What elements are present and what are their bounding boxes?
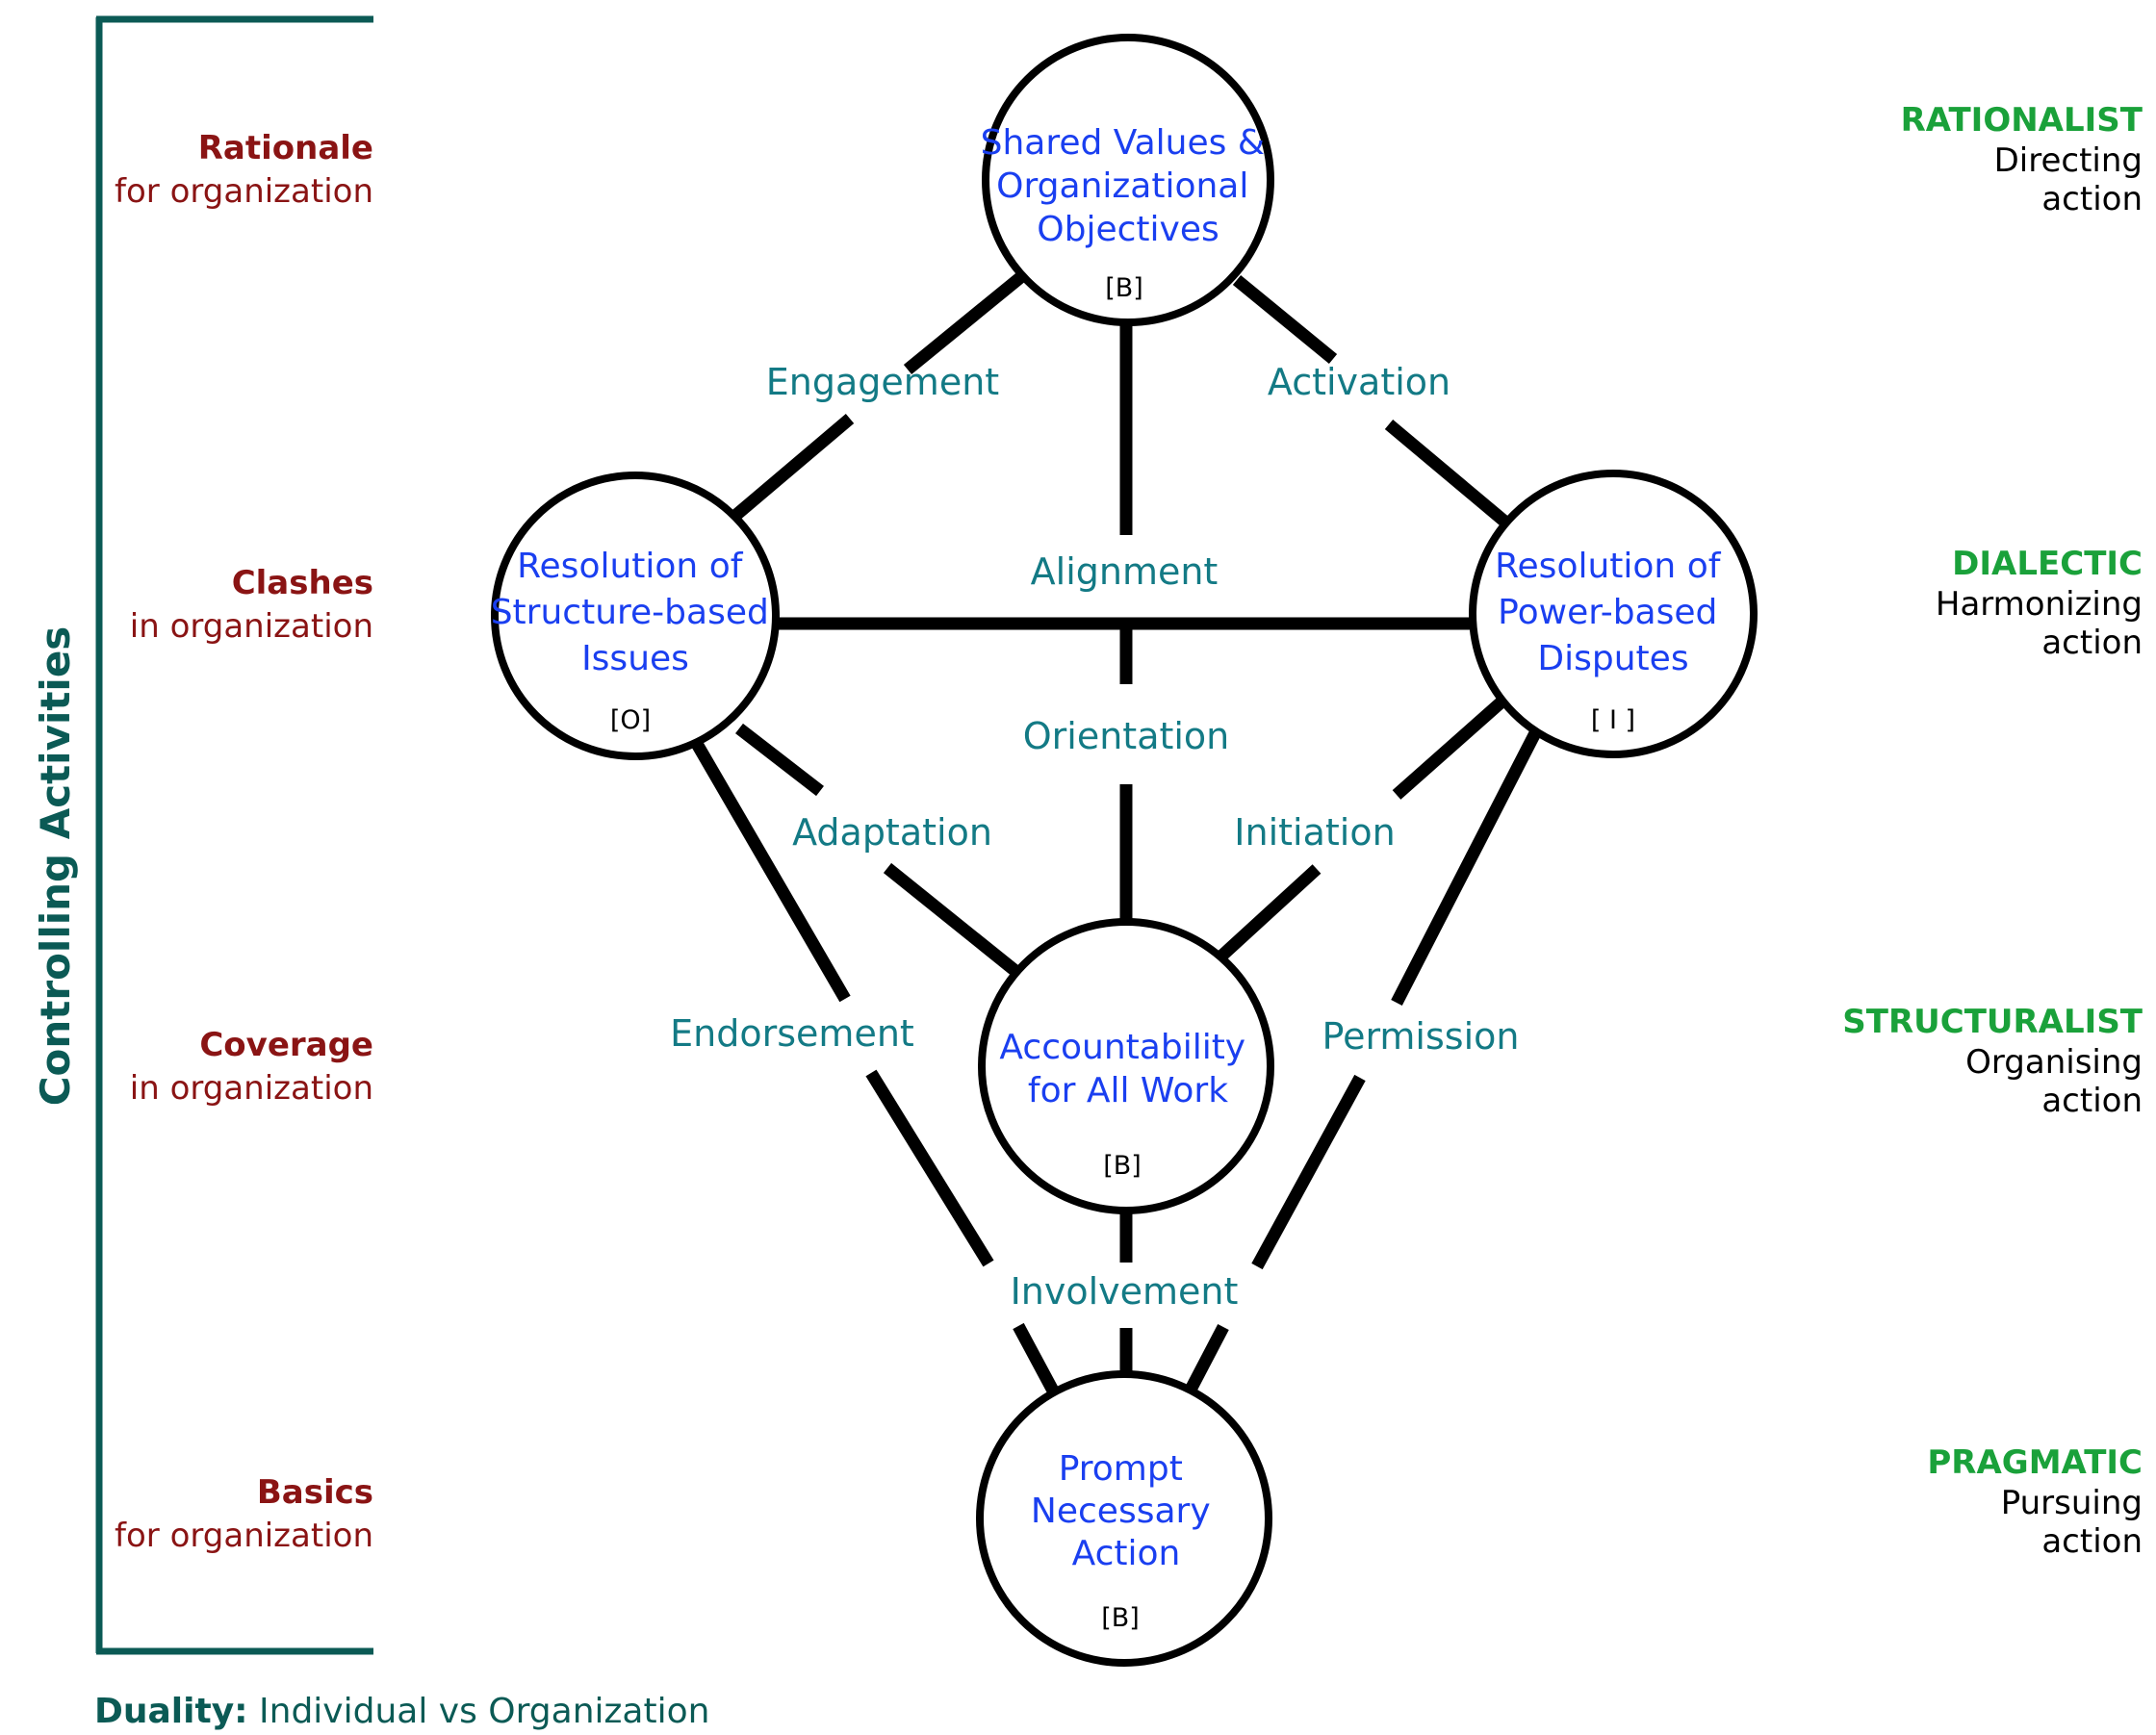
edge-label-alignment: Alignment (1031, 550, 1219, 593)
node-top-tag: [B] (1105, 273, 1143, 303)
edge-label-initiation: Initiation (1234, 811, 1395, 854)
right-level-1-title: RATIONALIST (1901, 101, 2143, 140)
left-level-4-bold: Basics (257, 1473, 373, 1512)
right-level-3-line2: action (2041, 1082, 2143, 1120)
edge-endorsement-b (865, 1069, 994, 1267)
node-center-line-1: Accountability (999, 1028, 1245, 1067)
edge-activation-b (1384, 420, 1513, 529)
node-top-line-2: Organizational (996, 166, 1248, 206)
node-center: Accountability for All Work [B] (978, 918, 1274, 1214)
left-bracket (95, 15, 373, 1655)
edge-permission-b (1251, 1074, 1366, 1270)
svg-text:Resolution of Power-base: Resolution of Power-based Disputes (1495, 547, 1732, 678)
node-top-line-3: Objectives (1037, 210, 1219, 249)
left-level-2-bold: Clashes (232, 564, 373, 602)
edge-endorsement-a (687, 733, 851, 1003)
left-level-3-rest: in organization (130, 1069, 373, 1108)
side-title: Controlling Activities (32, 626, 79, 1107)
edge-label-engagement: Engagement (766, 361, 999, 403)
footer-duality: Duality: Individual vs Organization (94, 1692, 709, 1731)
node-bottom-line-1: Prompt (1059, 1449, 1183, 1489)
node-center-line-2: for All Work (1028, 1071, 1228, 1110)
edge-permission-c (1184, 1323, 1229, 1395)
node-left-line-3: Issues (581, 639, 689, 678)
edge-label-activation: Activation (1268, 361, 1450, 403)
edge-label-permission: Permission (1322, 1015, 1520, 1058)
node-left-line-2: Structure-based (491, 593, 769, 632)
node-bottom-line-2: Necessary (1031, 1492, 1211, 1531)
node-left-tag: [O] (610, 705, 651, 735)
edge-label-endorsement: Endorsement (670, 1012, 914, 1055)
edge-engagement-b (732, 414, 855, 520)
right-level-4-line2: action (2041, 1522, 2143, 1561)
footer-duality-rest: Individual vs Organization (248, 1692, 710, 1731)
edge-initiation-a (1392, 693, 1511, 800)
right-level-3-title: STRUCTURALIST (1842, 1003, 2143, 1041)
svg-text:Prompt Necessary A: Prompt Necessary Action (1031, 1449, 1221, 1573)
node-left-line-1: Resolution of (517, 547, 744, 586)
node-center-tag: [B] (1103, 1151, 1142, 1181)
left-level-1-bold: Rationale (198, 129, 373, 167)
node-right-line-2: Power-based (1498, 593, 1717, 632)
edge-endorsement-c (1013, 1322, 1060, 1396)
right-level-1-line1: Directing (1994, 141, 2143, 180)
node-right-line-3: Disputes (1537, 639, 1688, 678)
left-level-2-rest: in organization (130, 607, 373, 646)
svg-text:Shared Values & Organiza: Shared Values & Organizational Objective… (981, 123, 1276, 249)
right-level-3-line1: Organising (1965, 1043, 2143, 1082)
node-right-line-1: Resolution of (1495, 547, 1722, 586)
node-bottom-tag: [B] (1101, 1603, 1140, 1633)
footer-duality-bold: Duality: (94, 1692, 248, 1731)
svg-text:Accountability for All W: Accountability for All Work (999, 1028, 1256, 1110)
node-top-line-1: Shared Values & (981, 123, 1265, 163)
edge-activation-a (1232, 274, 1338, 365)
svg-text:Resolution of Structure-: Resolution of Structure-based Issues (491, 547, 781, 678)
left-level-4-rest: for organization (115, 1517, 373, 1555)
right-level-2-line2: action (2041, 624, 2143, 662)
right-level-2-title: DIALECTIC (1952, 545, 2143, 583)
edge-adaptation-b (883, 862, 1020, 977)
right-level-2-line1: Harmonizing (1936, 585, 2143, 624)
right-level-4-title: PRAGMATIC (1927, 1443, 2143, 1482)
node-top: Shared Values & Organizational Objective… (981, 34, 1276, 326)
edge-label-adaptation: Adaptation (792, 811, 992, 854)
edge-engagement-a (903, 269, 1028, 375)
node-bottom-line-3: Action (1072, 1534, 1181, 1573)
node-bottom: Prompt Necessary Action [B] (976, 1370, 1272, 1667)
edge-label-involvement: Involvement (1011, 1270, 1239, 1313)
edge-initiation-b (1210, 864, 1322, 967)
node-left: Resolution of Structure-based Issues [O] (491, 472, 781, 760)
edge-adaptation-a (735, 723, 824, 797)
right-level-4-line1: Pursuing (2001, 1484, 2143, 1522)
left-level-3-bold: Coverage (199, 1026, 373, 1064)
node-right: Resolution of Power-based Disputes [ I ] (1469, 470, 1758, 758)
left-level-1-rest: for organization (115, 172, 373, 211)
right-level-1-line2: action (2041, 180, 2143, 218)
edge-label-orientation: Orientation (1023, 715, 1230, 757)
node-right-tag: [ I ] (1591, 705, 1635, 735)
edge-permission-a (1391, 725, 1544, 1006)
